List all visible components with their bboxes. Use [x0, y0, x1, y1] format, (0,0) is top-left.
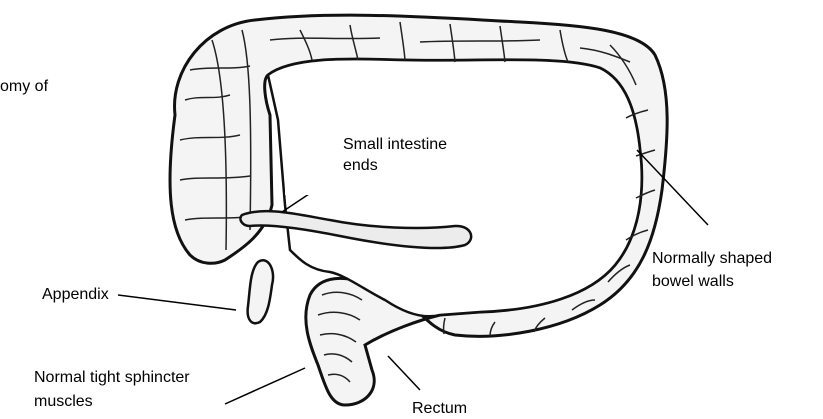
appendix-shape — [248, 260, 273, 323]
appendix-label: Appendix — [42, 285, 109, 304]
leader-rectum — [388, 356, 420, 390]
bowel-walls-label-line2: bowel walls — [652, 272, 734, 291]
partial-header-text: omy of — [0, 77, 48, 96]
rectum-label: Rectum — [412, 399, 467, 418]
small-intestine-label-line1: Small intestine — [343, 135, 447, 154]
small-intestine-label-line2: ends — [343, 156, 378, 175]
sphincter-label-line1: Normal tight sphincter — [34, 368, 190, 387]
leader-appendix — [118, 295, 236, 310]
bowel-walls-label-line1: Normally shaped — [652, 249, 772, 268]
leader-sphincter — [225, 368, 305, 404]
sphincter-label-line2: muscles — [34, 392, 93, 411]
